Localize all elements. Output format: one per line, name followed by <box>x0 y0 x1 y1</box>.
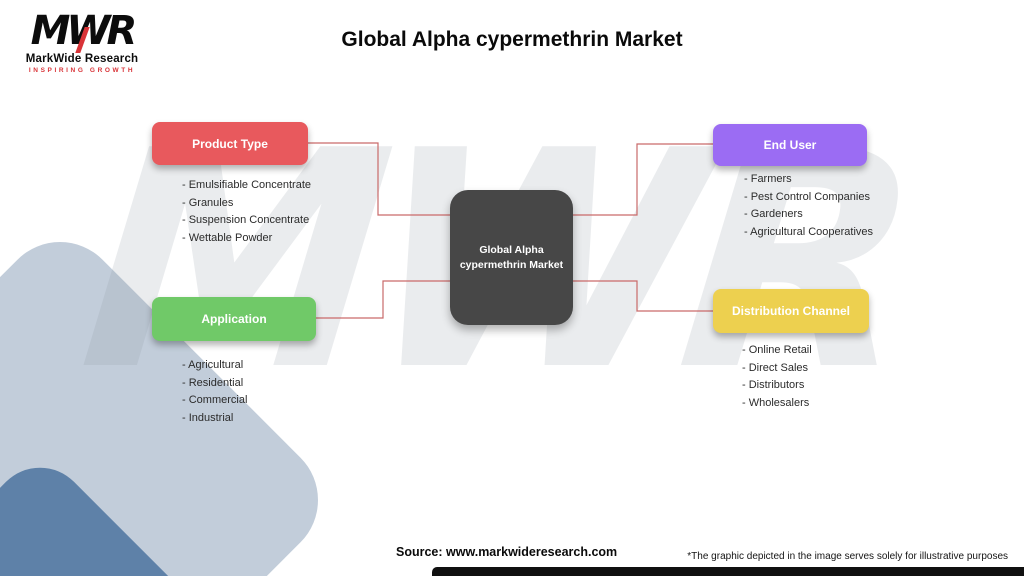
center-node: Global Alpha cypermethrin Market <box>450 190 573 325</box>
list-item: - Industrial <box>182 411 234 424</box>
list-item: - Gardeners <box>744 208 803 220</box>
markwide-logo: MWR MarkWide Research Inspiring Growth <box>20 10 144 74</box>
list-item: - Agricultural <box>182 359 244 371</box>
bottom-bar <box>432 567 1024 576</box>
list-item: - Farmers <box>744 173 792 185</box>
segment-distribution-channel-list: - Online Retail - Direct Sales - Distrib… <box>742 342 812 412</box>
list-item: - Commercial <box>182 394 248 406</box>
segment-end-user-label: End User <box>763 138 817 152</box>
disclaimer-text: *The graphic depicted in the image serve… <box>687 551 1008 562</box>
segment-distribution-channel: Distribution Channel <box>713 289 869 333</box>
segment-product-type-label: Product Type <box>192 136 268 151</box>
logo-name: MarkWide Research <box>25 53 139 65</box>
list-item: - Wettable Powder <box>182 231 273 244</box>
list-item: - Emulsifiable Concentrate <box>182 179 312 191</box>
list-item: - Pest Control Companies <box>744 190 870 203</box>
segment-product-type: Product Type <box>152 122 308 165</box>
center-node-label-line2: cypermethrin Market <box>459 258 564 271</box>
connector-product-type <box>308 142 450 216</box>
segment-product-type-list: - Emulsifiable Concentrate - Granules - … <box>182 177 311 247</box>
segment-end-user-list: - Farmers - Pest Control Companies - Gar… <box>744 171 873 241</box>
connector-application <box>316 280 450 319</box>
center-node-label-line1: Global Alpha <box>479 244 544 257</box>
list-item: - Distributors <box>742 379 805 391</box>
list-item: - Online Retail <box>742 344 812 356</box>
list-item: - Granules <box>182 196 234 209</box>
list-item: - Direct Sales <box>742 361 809 374</box>
source-text: Source: www.markwideresearch.com <box>396 545 618 559</box>
list-item: - Agricultural Cooperatives <box>744 225 874 238</box>
page-title: Global Alpha cypermethrin Market <box>341 28 683 51</box>
segment-application-label: Application <box>201 312 267 326</box>
logo-tagline: Inspiring Growth <box>28 67 136 74</box>
list-item: - Suspension Concentrate <box>182 214 310 226</box>
segment-application-list: - Agricultural - Residential - Commercia… <box>182 357 247 427</box>
segment-end-user: End User <box>713 124 867 166</box>
connector-distribution-channel <box>573 280 713 312</box>
list-item: - Residential <box>182 376 244 389</box>
segment-application: Application <box>152 297 316 341</box>
segment-distribution-channel-label: Distribution Channel <box>732 304 850 318</box>
list-item: - Wholesalers <box>742 396 810 409</box>
connector-end-user <box>573 143 713 216</box>
